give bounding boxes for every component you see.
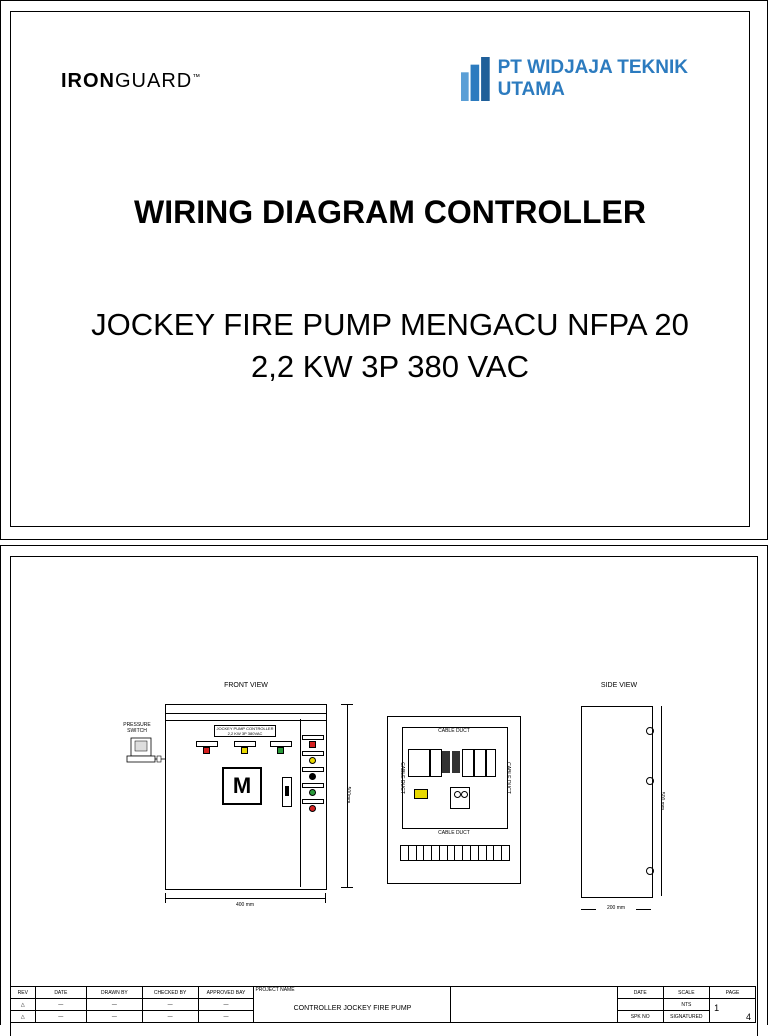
lamp-yellow-indicator bbox=[241, 747, 248, 754]
lamp-red-indicator bbox=[203, 747, 210, 754]
side-height-dim-label: 500 mm bbox=[659, 791, 665, 811]
side-view-label: SIDE VIEW bbox=[600, 682, 638, 689]
cover-frame: IRONGUARD™ PT WIDJAJA TEKNIK UTAMA WIRIN… bbox=[10, 11, 750, 527]
width-dim-label: 400 mm bbox=[235, 902, 255, 908]
internal-layout: CABLE DUCT CABLE DUCT CABLE DUCT CABLE D… bbox=[387, 716, 521, 884]
logo-left-bold: IRON bbox=[61, 70, 115, 92]
indicator-column bbox=[302, 735, 324, 825]
cover-sheet: IRONGUARD™ PT WIDJAJA TEKNIK UTAMA WIRIN… bbox=[0, 0, 768, 540]
widjaja-logo: PT WIDJAJA TEKNIK UTAMA bbox=[461, 56, 749, 102]
tb-page-number: 1 4 bbox=[709, 998, 756, 1023]
cable-duct-left: CABLE DUCT bbox=[399, 762, 405, 794]
tb-scale-value: NTS bbox=[662, 998, 711, 1011]
contactor-block bbox=[450, 787, 470, 809]
building-logo-icon bbox=[461, 56, 490, 102]
front-view-drawing: PRESSURE SWITCH JOCKEY PUMP CONTROLLER 2… bbox=[111, 696, 361, 908]
cabinet-top-strip bbox=[166, 713, 326, 721]
project-name-label: PROJECT NAME bbox=[255, 987, 295, 993]
rev-triangle-icon: △ bbox=[10, 998, 36, 1011]
side-view-cabinet bbox=[581, 706, 654, 898]
width-dim-line bbox=[165, 898, 325, 899]
page-total: 4 bbox=[745, 1012, 751, 1022]
pressure-switch-label: PRESSURE SWITCH bbox=[123, 722, 151, 734]
tb-signatured-label: SIGNATURED bbox=[662, 1010, 711, 1023]
breaker-row bbox=[408, 749, 496, 783]
tb-date-header: DATE bbox=[34, 986, 88, 999]
height-dim-label: 500mm bbox=[345, 786, 351, 804]
tb-scale-label: SCALE bbox=[662, 986, 711, 999]
tb-project: PROJECT NAME CONTROLLER JOCKEY FIRE PUMP bbox=[253, 986, 452, 1023]
backplate bbox=[402, 727, 508, 829]
depth-dim-label: 200 mm bbox=[596, 905, 636, 911]
lamp-green-indicator bbox=[277, 747, 284, 754]
terminal-strip bbox=[400, 845, 510, 861]
page-current: 1 bbox=[714, 1003, 720, 1013]
title-block: REV DATE DRAWN BY CHECKED BY APPROVED BA… bbox=[10, 986, 756, 1023]
logo-right-text: PT WIDJAJA TEKNIK UTAMA bbox=[497, 57, 688, 100]
tb-checked-header: CHECKED BY bbox=[141, 986, 199, 999]
lamp-yellow bbox=[234, 741, 256, 747]
motor-symbol: M bbox=[222, 767, 262, 805]
cable-duct-right: CABLE DUCT bbox=[505, 762, 511, 794]
tb-drawn-header: DRAWN BY bbox=[86, 986, 143, 999]
subtitle-line2: 2,2 KW 3P 380 VAC bbox=[250, 348, 529, 384]
relay-block bbox=[414, 789, 428, 799]
logo-left-light: GUARD bbox=[115, 70, 193, 92]
tb-spk-label: SPK NO bbox=[616, 1010, 664, 1023]
tb-page-label: PAGE bbox=[709, 986, 756, 999]
front-view-label: FRONT VIEW bbox=[224, 682, 268, 689]
drawing-frame bbox=[10, 556, 758, 1036]
nameplate: JOCKEY PUMP CONTROLLER 2,2 KW 3P 380VAC bbox=[214, 725, 276, 737]
document-subtitle: JOCKEY FIRE PUMP MENGACU NFPA 20 2,2 KW … bbox=[11, 304, 768, 387]
document-title: WIRING DIAGRAM CONTROLLER bbox=[134, 194, 646, 230]
rev-triangle-icon-2: △ bbox=[10, 1010, 36, 1023]
cabinet-door bbox=[172, 719, 301, 887]
tb-approved-header: APPROVED BAY bbox=[197, 986, 255, 999]
selector-switch-icon bbox=[282, 777, 292, 807]
subtitle-line1: JOCKEY FIRE PUMP MENGACU NFPA 20 bbox=[91, 307, 689, 342]
cabinet-front: JOCKEY PUMP CONTROLLER 2,2 KW 3P 380VAC … bbox=[165, 704, 327, 890]
tb-rev-header: REV bbox=[10, 986, 36, 999]
project-name: CONTROLLER JOCKEY FIRE PUMP bbox=[293, 1005, 412, 1012]
tb-logo-cell bbox=[450, 986, 618, 1023]
cable-duct-top: CABLE DUCT bbox=[438, 728, 470, 734]
tb-date-label: DATE bbox=[616, 986, 664, 999]
lamp-green bbox=[270, 741, 292, 747]
drawing-sheet: FRONT VIEW PRESSURE SWITCH JOCKEY PUMP C… bbox=[0, 545, 768, 1036]
cable-duct-bottom: CABLE DUCT bbox=[438, 830, 470, 836]
pressure-switch-icon bbox=[126, 737, 165, 763]
lamp-red bbox=[196, 741, 218, 747]
height-dim-line bbox=[347, 704, 348, 888]
ironguard-logo: IRONGUARD™ bbox=[61, 70, 201, 93]
logo-left-tm: ™ bbox=[192, 72, 202, 82]
